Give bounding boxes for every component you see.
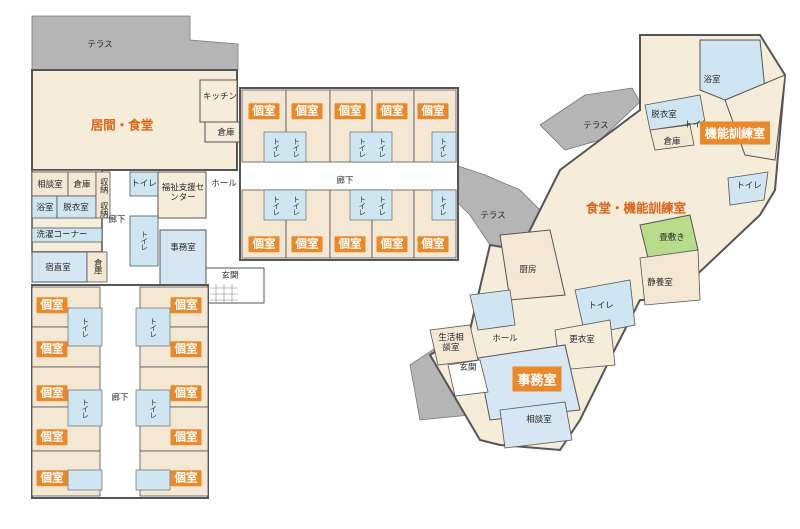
private-room-e1: 個室 xyxy=(248,103,280,119)
dressing-left-label: 脱衣室 xyxy=(63,202,89,213)
life-consult-label: 生活相談室 xyxy=(438,332,464,353)
private-room-e9: 個室 xyxy=(376,236,408,252)
toilet-right-b-label: トイレ xyxy=(736,180,762,191)
dressing-right-label: 脱衣室 xyxy=(651,109,677,120)
kitchen-right-label: 厨房 xyxy=(519,264,537,275)
consult-room-label: 相談室 xyxy=(37,179,63,190)
private-room-e2: 個室 xyxy=(291,103,323,119)
rest-room-label: 静養室 xyxy=(647,277,673,288)
storage-right-label: 倉庫 xyxy=(663,136,681,147)
private-room-e10: 個室 xyxy=(417,236,449,252)
private-room-s2: 個室 xyxy=(36,341,68,357)
private-room-s5: 個室 xyxy=(36,470,68,486)
living-dining-label: 居間・食堂 xyxy=(90,117,154,133)
toilet-e9: トイレ xyxy=(377,195,387,215)
private-room-s9: 個室 xyxy=(170,429,202,445)
toilet-s4: トイレ xyxy=(148,398,158,418)
private-room-e6: 個室 xyxy=(248,236,280,252)
toilet-left-label: トイレ xyxy=(131,178,157,189)
consult-right-label: 相談室 xyxy=(526,414,552,425)
east-wing-rooms-top xyxy=(241,89,457,163)
private-room-s7: 個室 xyxy=(170,341,202,357)
bath-left-label: 浴室 xyxy=(36,202,54,213)
right-building-outline xyxy=(428,34,787,452)
toilet-right-a-label: トイレ xyxy=(684,119,710,130)
storage-e-label: 倉庫 xyxy=(92,258,103,274)
toilet-e2: トイレ xyxy=(291,137,301,157)
changing-label: 更衣室 xyxy=(569,334,595,345)
welfare-center-label: 福祉支援センター xyxy=(161,183,205,203)
hall-right-label: ホール xyxy=(492,333,518,344)
private-room-s3: 個室 xyxy=(36,385,68,401)
tatami-label: 畳敷き xyxy=(659,232,685,243)
rehab-room-label: 機能訓練室 xyxy=(699,121,771,145)
bath-right-label: 浴室 xyxy=(703,74,721,85)
corridor-center-label: 廊下 xyxy=(336,175,354,186)
toilet-e1: トイレ xyxy=(271,137,281,157)
entrance-right-label: 玄関 xyxy=(459,362,477,373)
toilet-right-c-label: トイレ xyxy=(588,300,614,311)
terrace-right-top-label: テラス xyxy=(583,120,609,131)
toilet-e5: トイレ xyxy=(438,137,448,157)
terrace-top xyxy=(31,15,239,71)
storage-d-label: 収納 xyxy=(98,201,109,217)
hall-center-label: ホール xyxy=(211,178,237,189)
corridor-left-label: 廊下 xyxy=(108,214,126,225)
kitchen-label: キッチン xyxy=(202,91,238,102)
office-right-label: 事務室 xyxy=(512,366,562,392)
storage-b-label: 倉庫 xyxy=(73,179,91,190)
toilet-s3: トイレ xyxy=(148,317,158,337)
dining-rehab-label: 食堂・機能訓練室 xyxy=(585,200,687,216)
private-room-e8: 個室 xyxy=(334,236,366,252)
terrace-right-mid-label: テラス xyxy=(480,210,506,221)
private-room-s8: 個室 xyxy=(170,385,202,401)
corridor-wing-label: 廊下 xyxy=(111,392,129,403)
storage-c-label: 収納 xyxy=(98,177,109,193)
terrace-top-label: テラス xyxy=(87,39,113,50)
toilet-e4: トイレ xyxy=(377,137,387,157)
private-room-e4: 個室 xyxy=(376,103,408,119)
office-left-label: 事務室 xyxy=(170,242,196,253)
private-room-e3: 個室 xyxy=(334,103,366,119)
toilet-e6: トイレ xyxy=(271,195,281,215)
toilet-s2: トイレ xyxy=(80,398,90,418)
private-room-e7: 個室 xyxy=(291,236,323,252)
storage-a-label: 倉庫 xyxy=(217,127,235,138)
private-room-s10: 個室 xyxy=(170,470,202,486)
private-room-s1: 個室 xyxy=(36,297,68,313)
private-room-s4: 個室 xyxy=(36,429,68,445)
toilet-e7: トイレ xyxy=(291,195,301,215)
laundry-label: 洗濯コーナー xyxy=(36,229,88,240)
night-duty-label: 宿直室 xyxy=(45,262,71,273)
toilet-c1: トイレ xyxy=(139,230,149,250)
toilet-e3: トイレ xyxy=(357,137,367,157)
toilet-e8: トイレ xyxy=(357,195,367,215)
toilet-s1: トイレ xyxy=(80,317,90,337)
toilet-e10: トイレ xyxy=(438,195,448,215)
private-room-e5: 個室 xyxy=(417,103,449,119)
private-room-s6: 個室 xyxy=(170,297,202,313)
entrance-center-label: 玄関 xyxy=(221,270,239,281)
